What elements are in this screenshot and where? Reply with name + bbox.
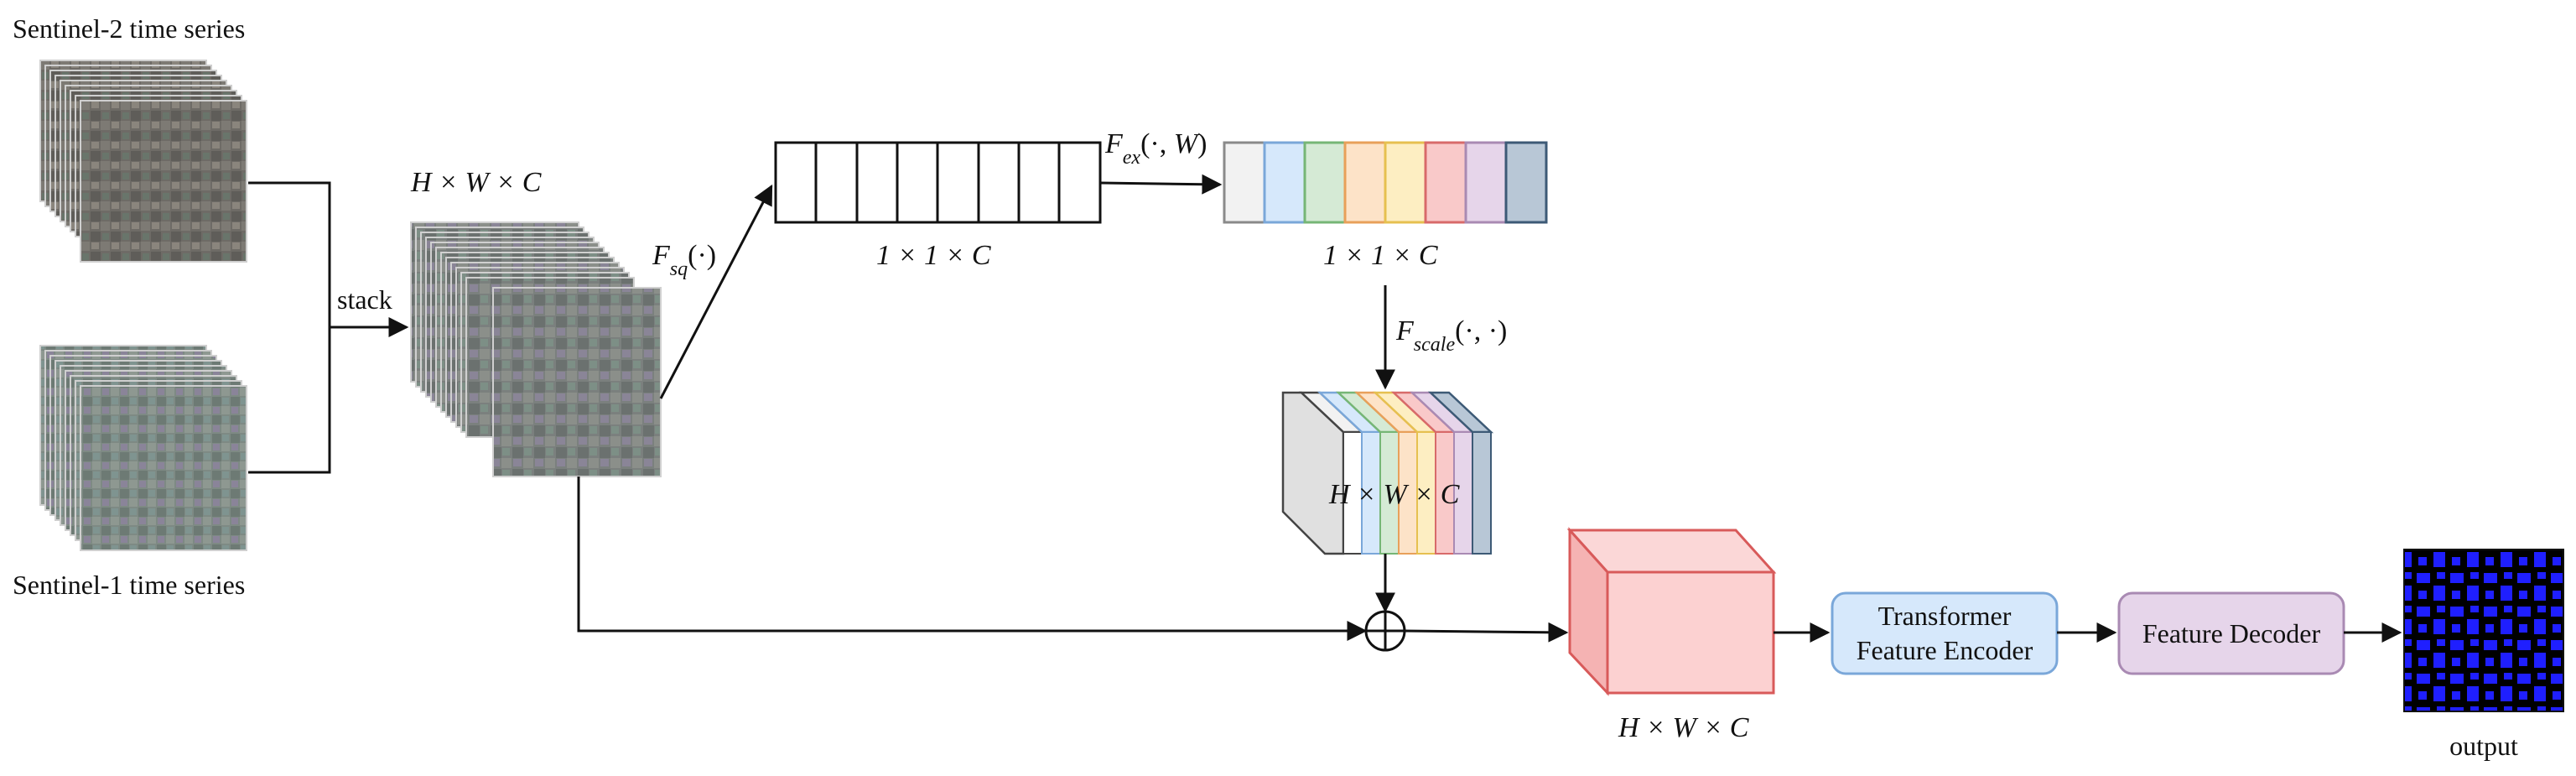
excite-cell-6 <box>1464 141 1508 224</box>
excite-cell-4 <box>1384 141 1427 224</box>
excitation-label: Fex(·, W) <box>1104 128 1207 169</box>
recalibrated-feature-cube <box>1281 391 1494 555</box>
excite-cell-5 <box>1424 141 1467 224</box>
excitation-arrow <box>1099 174 1223 195</box>
stack-label: stack <box>337 284 392 315</box>
excite-cell-0 <box>1223 141 1266 224</box>
excitation-dims-label: 1 × 1 × C <box>1323 240 1438 271</box>
stacked-input-cube <box>410 221 662 477</box>
squeeze-arrow <box>659 184 773 399</box>
excite-cell-3 <box>1343 141 1387 224</box>
sentinel-1-label: Sentinel-1 time series <box>13 570 245 600</box>
excite-cell-1 <box>1263 141 1306 224</box>
scale-label: Fscale(·, ·) <box>1395 315 1507 356</box>
decoder-label: Feature Decoder <box>2142 618 2321 648</box>
residual-arrow <box>577 477 1368 641</box>
encoder-label-line2: Feature Encoder <box>1857 635 2033 665</box>
to-feature-cube-arrow <box>1404 622 1569 643</box>
input-dimensions-label: H × W × C <box>410 167 542 198</box>
squeeze-dims-label: 1 × 1 × C <box>876 240 991 271</box>
sentinel-1-image-stack <box>39 345 247 551</box>
fused-dims-label: H × W × C <box>1618 712 1749 743</box>
excite-cell-2 <box>1303 141 1347 224</box>
excite-cell-7 <box>1504 141 1548 224</box>
squeeze-label: Fsq(·) <box>652 240 716 280</box>
sum-node <box>1364 610 1406 652</box>
transformer-encoder-block: Transformer Feature Encoder <box>1831 591 2059 675</box>
feature-decoder-block: Feature Decoder <box>2117 591 2345 675</box>
output-label: output <box>2449 731 2518 761</box>
sentinel-2-image-stack <box>39 60 247 263</box>
output-segmentation-map <box>2403 549 2564 712</box>
squeeze-vector <box>774 141 1102 224</box>
recalibrated-dims-label: H × W × C <box>1328 479 1460 510</box>
encoder-label-line1: Transformer <box>1878 601 2012 631</box>
fused-feature-cube <box>1566 527 1777 696</box>
excitation-vector <box>1223 141 1548 224</box>
merge-connector <box>248 181 331 474</box>
sentinel-2-label: Sentinel-2 time series <box>13 13 245 44</box>
